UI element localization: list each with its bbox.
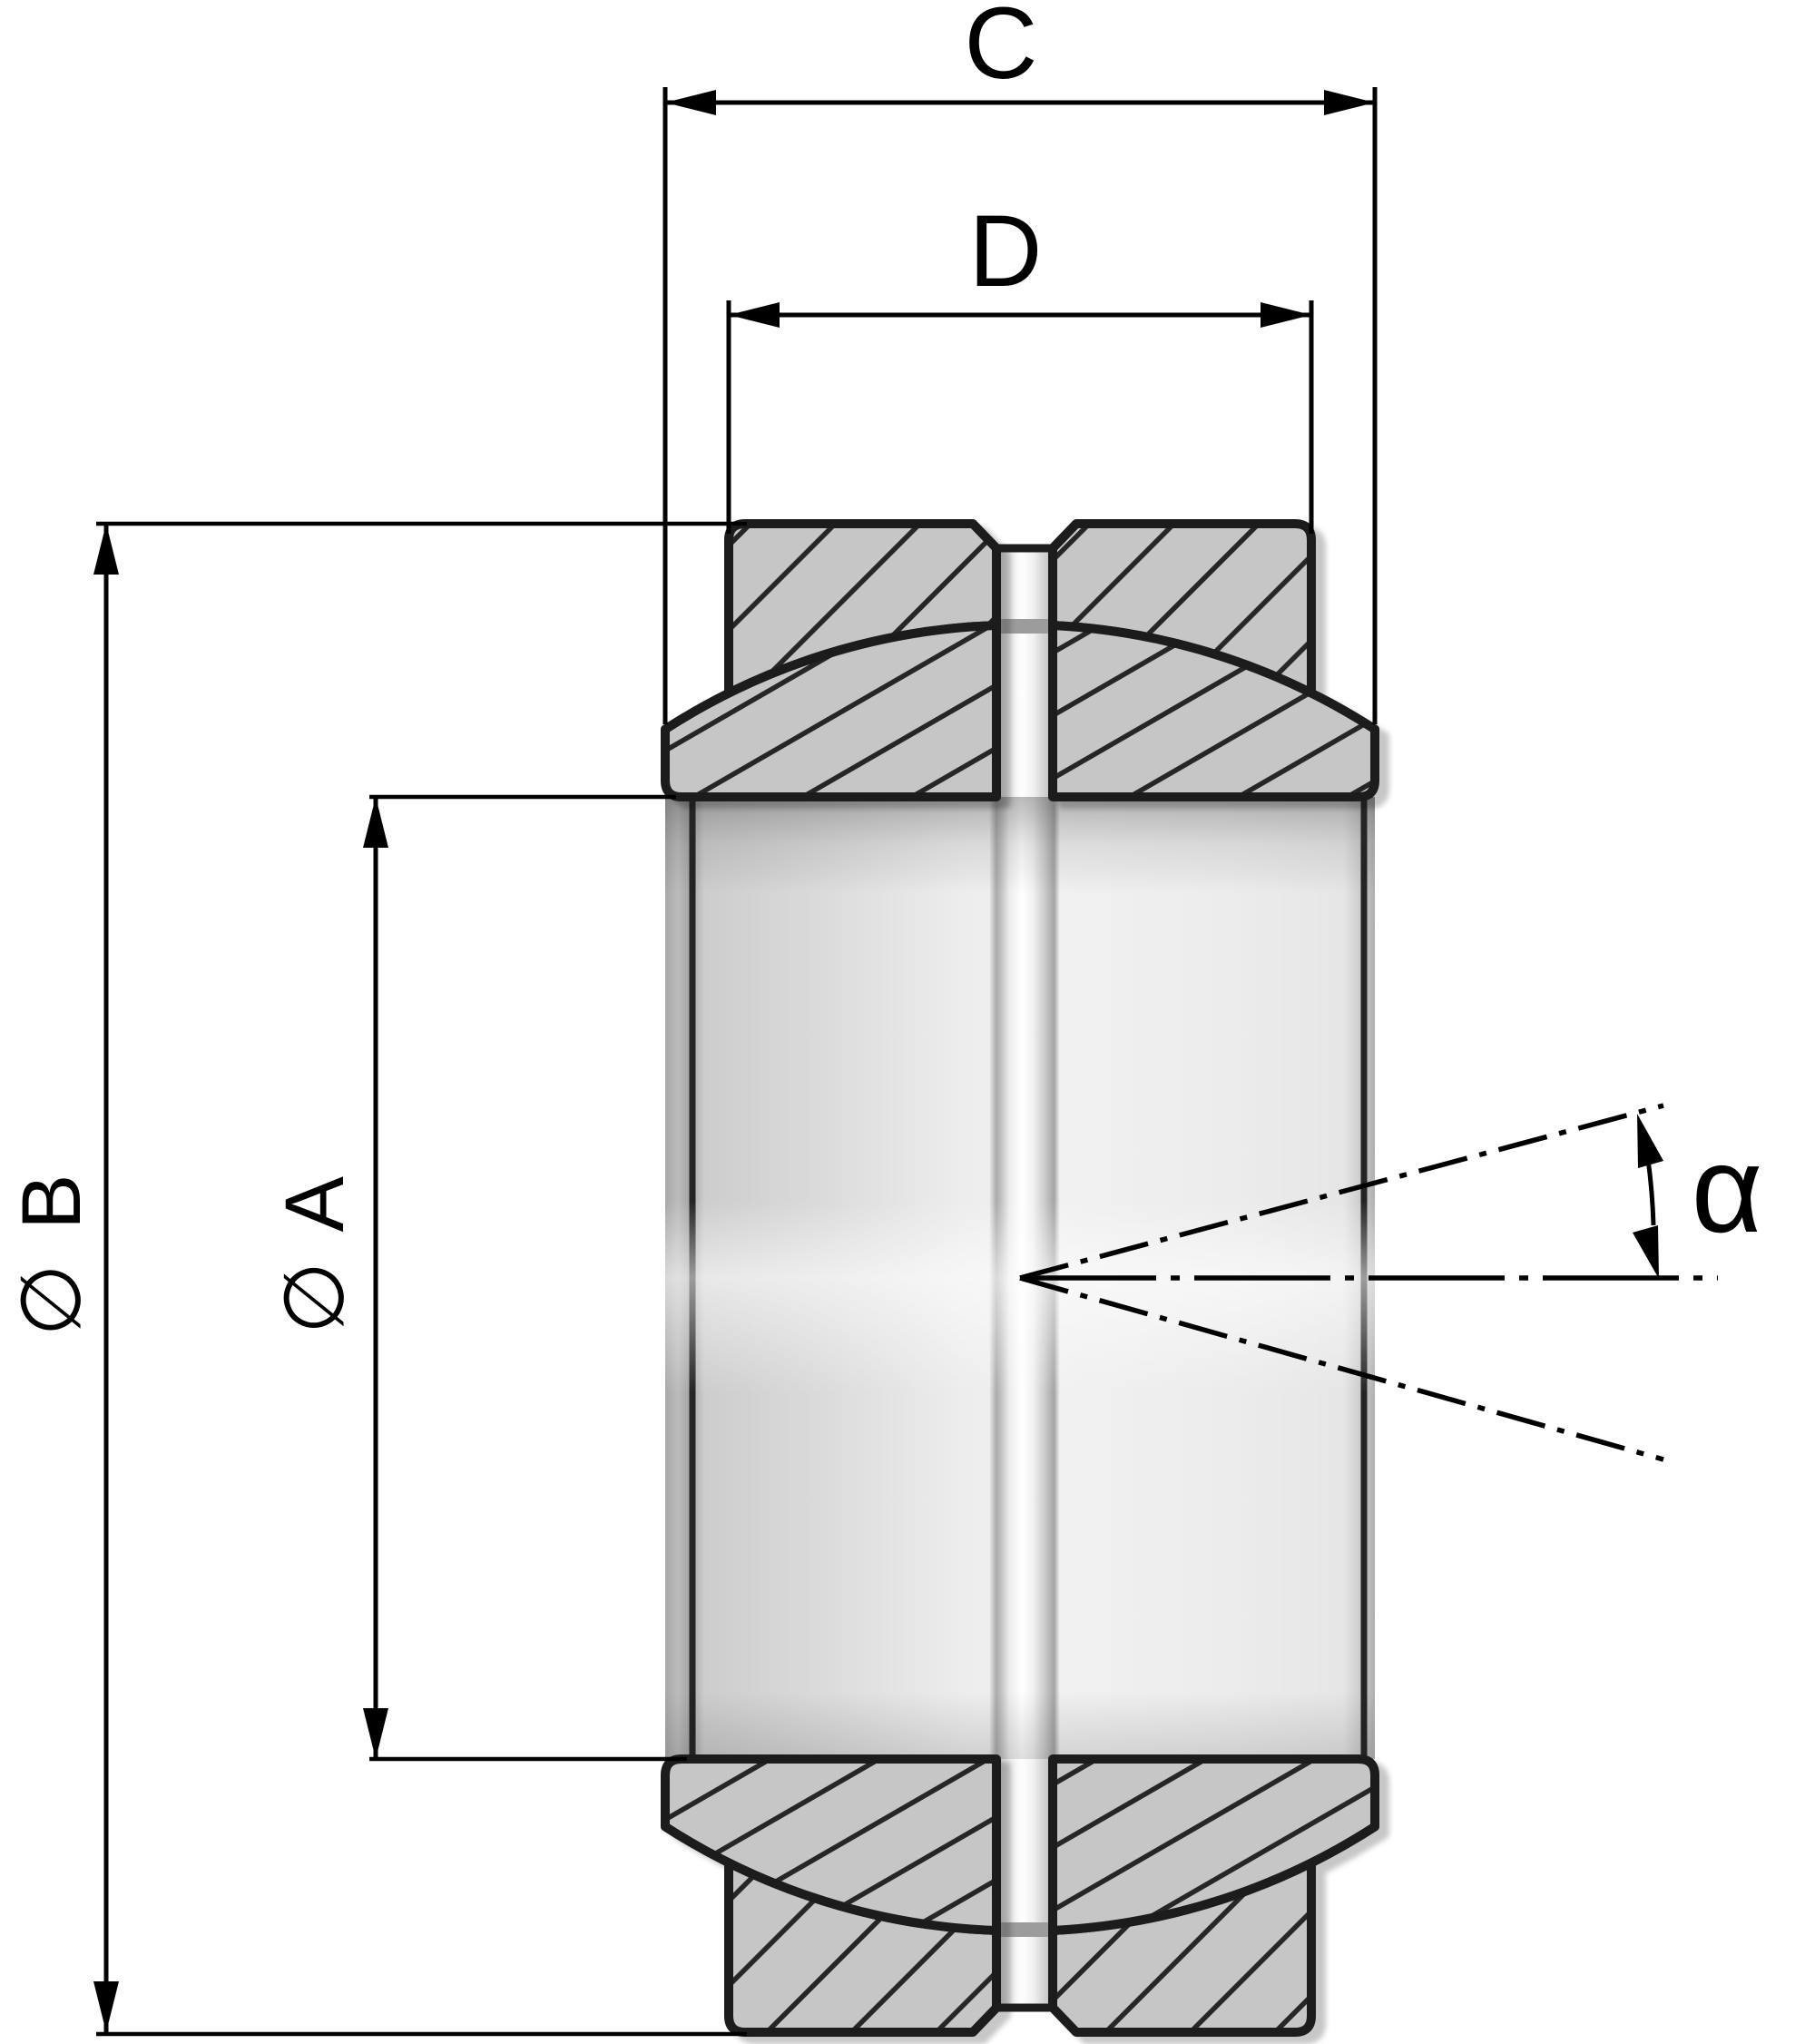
dim-b-arrow-top: [93, 524, 119, 575]
dim-b-arrow-bottom: [93, 1981, 119, 2032]
angle-alpha: [1019, 1103, 1718, 1462]
tilt-centerline-lower: [1019, 1275, 1664, 1462]
dim-c-arrow-left: [665, 90, 716, 115]
inner-ring-bottom-left-section: [661, 1754, 1001, 1935]
dim-c-label: C: [965, 0, 1038, 100]
dim-a-label: ∅ A: [269, 1171, 361, 1334]
sphere-edge-through-groove-bottom: [996, 1922, 1053, 1937]
dim-d-arrow-right: [1261, 302, 1311, 328]
sphere-edge-through-groove-top: [996, 619, 1053, 634]
dimension-b: [93, 521, 747, 2037]
angle-dimension-arc: [1645, 1158, 1656, 1226]
angle-arc-arrow-upper: [1637, 1114, 1663, 1168]
dimension-a: [363, 794, 687, 1762]
tilt-centerline-upper: [1019, 1103, 1664, 1281]
dim-d-label: D: [969, 194, 1043, 308]
dim-c-arrow-right: [1324, 90, 1375, 115]
bearing-cut-sections: [661, 519, 1379, 2037]
dimension-d: [726, 300, 1314, 534]
dim-d-arrow-left: [729, 302, 780, 328]
angle-alpha-label: α: [1692, 1120, 1763, 1258]
inner-ring-bottom-right-section: [1048, 1754, 1379, 1935]
inner-ring-top-right-section: [1048, 621, 1379, 801]
dim-a-arrow-top: [363, 797, 388, 848]
inner-ring-top-left-section: [661, 621, 1001, 801]
split-groove-top: [996, 548, 1053, 797]
split-groove-bottom: [996, 1759, 1053, 2008]
dim-b-label: ∅ B: [5, 1168, 98, 1336]
split-groove: [996, 548, 1053, 2008]
dimension-c: [662, 87, 1378, 724]
dim-a-arrow-bottom: [363, 1708, 388, 1759]
angle-arc-arrow-lower: [1633, 1225, 1659, 1279]
